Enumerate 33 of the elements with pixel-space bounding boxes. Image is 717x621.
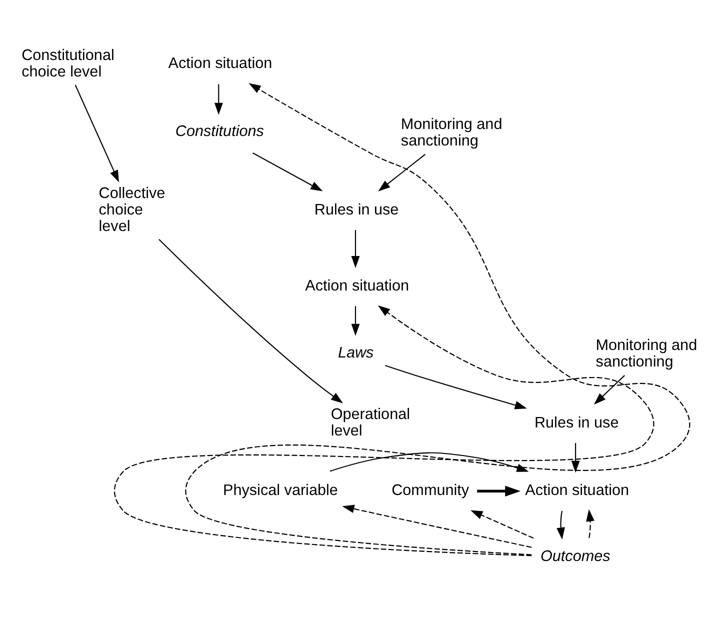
- arrow: [351, 306, 360, 336]
- arrow: [571, 443, 580, 473]
- arrow: [470, 510, 534, 539]
- node-text: Community: [392, 482, 470, 500]
- node-text: Rules in use: [534, 414, 619, 432]
- arrow: [214, 84, 223, 115]
- node-text: Action situation: [305, 277, 409, 294]
- node-text: Collective choice level: [98, 184, 166, 235]
- arrow: [586, 509, 594, 538]
- arrow: [477, 486, 520, 497]
- node-text: Physical variable: [223, 482, 338, 500]
- node-text: Constitutional choice level: [22, 47, 114, 80]
- arrow: [330, 452, 529, 472]
- arrow: [114, 305, 654, 556]
- arrow: [186, 83, 690, 556]
- arrow: [342, 504, 532, 548]
- arrow: [594, 375, 625, 405]
- arrow: [351, 230, 360, 268]
- arrow: [74, 84, 119, 182]
- node-text: Monitoring and sanctioning: [400, 116, 502, 150]
- node-text: Operational level: [330, 406, 410, 440]
- node-text: Laws: [338, 344, 374, 362]
- node-text: Action situation: [168, 55, 272, 72]
- arrow: [556, 510, 565, 540]
- node-text: Rules in use: [314, 201, 399, 218]
- node-text: Monitoring and sanctioning: [596, 337, 698, 371]
- arrow: [385, 365, 527, 410]
- node-text: Action situation: [525, 482, 630, 500]
- arrow: [252, 152, 323, 192]
- arrow: [378, 154, 426, 192]
- arrow: [158, 239, 344, 404]
- node-text: Constitutions: [175, 123, 264, 140]
- node-text: Outcomes: [540, 548, 610, 565]
